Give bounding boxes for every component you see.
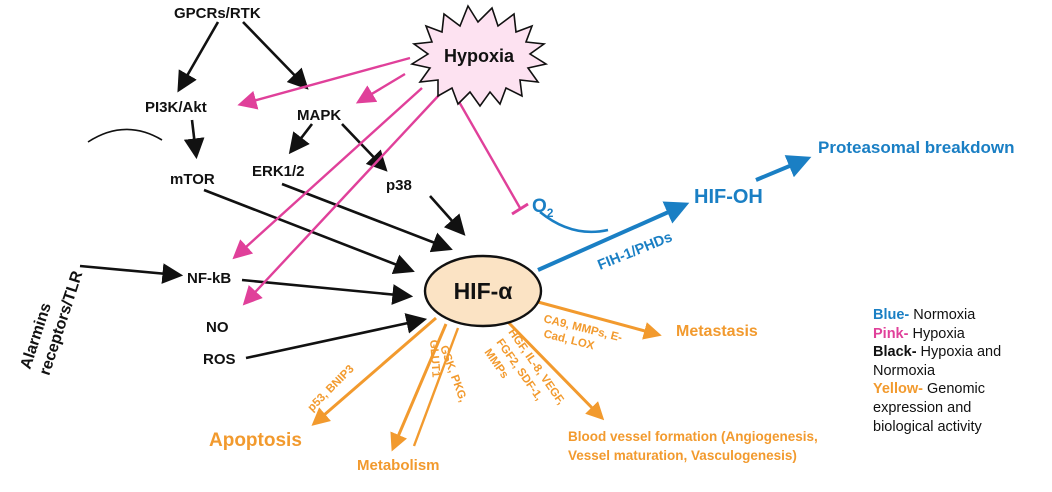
inhibit-bar-o2: [511, 202, 529, 216]
node-hypoxia: Hypoxia: [444, 46, 515, 66]
legend-pink-key: Pink-: [873, 325, 909, 342]
node-alarmins: Alarmins receptors/TLR: [18, 269, 87, 378]
orange-arrows: [311, 300, 662, 452]
arrow-p38-hif: [429, 195, 466, 236]
outcome-blood-line2: Vessel maturation, Vasculogenesis): [568, 448, 797, 463]
legend-black-2: Normoxia: [873, 362, 936, 379]
arrow-hypoxia-pi3k: [237, 56, 411, 110]
arrow-ros-hif: [245, 313, 428, 360]
outcome-metabolism: Metabolism: [357, 457, 440, 474]
arrow-hypoxia-nfkb: [232, 87, 423, 260]
arrow-alarmins-nfkb: [79, 263, 184, 284]
node-pi3k: PI3K/Akt: [145, 99, 207, 116]
node-p38: p38: [386, 177, 412, 194]
node-hif-alpha: HIF-α: [454, 278, 513, 304]
node-o2-main: O: [532, 196, 547, 217]
arrow-hifoh-proteasomal: [755, 155, 812, 182]
node-mtor: mTOR: [170, 171, 215, 188]
node-o2-sub: 2: [547, 206, 554, 220]
arrow-mtor-hif: [203, 188, 415, 275]
arrow-gpcrs-mapk: [242, 21, 309, 90]
legend: Blue- Normoxia Pink- Hypoxia Black- Hypo…: [873, 306, 1048, 436]
node-o2: O2: [532, 196, 554, 220]
node-no: NO: [206, 319, 229, 336]
outcome-metastasis: Metastasis: [676, 323, 758, 340]
arrow-hif-blood: [506, 320, 605, 421]
arrow-mapk-erk: [288, 123, 314, 155]
legend-black-key: Black-: [873, 344, 917, 361]
inhibition-arc: [87, 128, 163, 143]
legend-blue-key: Blue-: [873, 307, 910, 323]
legend-pink-text: Hypoxia: [908, 325, 965, 342]
factor-p53: p53, BNIP3: [306, 363, 357, 414]
outcome-apoptosis: Apoptosis: [209, 430, 302, 451]
node-proteasomal: Proteasomal breakdown: [818, 138, 1015, 157]
arrow-hypoxia-no: [242, 93, 441, 306]
node-erk: ERK1/2: [252, 163, 305, 180]
legend-yellow-2: expression and: [873, 399, 972, 416]
black-arrows: [79, 21, 466, 360]
node-gpcrs: GPCRs/RTK: [174, 5, 261, 22]
legend-blue-text: Normoxia: [909, 307, 976, 323]
arrow-hif-apoptosis: [311, 316, 437, 426]
legend-blue: Blue- Normoxia: [873, 306, 1048, 325]
node-hif-oh: HIF-OH: [694, 186, 763, 208]
outcome-blood-line1: Blood vessel formation (Angiogenesis,: [568, 429, 818, 444]
node-nfkb: NF-kB: [187, 270, 231, 287]
blue-arrows: [537, 155, 812, 272]
node-ros: ROS: [203, 351, 236, 368]
legend-black: Black- Hypoxia and: [873, 343, 1048, 362]
legend-yellow: Yellow- Genomic: [873, 380, 1048, 399]
arrow-hif-metabolism: [390, 323, 448, 452]
arrow-erk-hif: [281, 182, 453, 253]
node-mapk: MAPK: [297, 107, 341, 124]
pink-arrows: [232, 56, 529, 306]
factor-glut1: GLUT1: [427, 339, 442, 378]
arrow-pi3k-mtor: [183, 119, 205, 160]
arrow-gpcrs-pi3k: [177, 21, 220, 93]
legend-yellow-key: Yellow-: [873, 381, 923, 398]
arrow-o2-curve: [539, 210, 609, 234]
legend-black-text: Hypoxia and: [916, 344, 1002, 361]
arrow-hif-metabolism-2: [412, 327, 460, 447]
legend-pink: Pink- Hypoxia: [873, 325, 1048, 344]
hif-alpha-ellipse: [423, 254, 543, 328]
arrow-hif-hifoh: [537, 201, 690, 272]
legend-yellow-3: biological activity: [873, 418, 982, 435]
node-fih: FIH-1/PHDs: [596, 229, 675, 273]
arrow-nfkb-hif: [241, 278, 414, 305]
inhibit-hypoxia-o2: [456, 99, 522, 209]
arrow-hif-metastasis: [537, 300, 662, 340]
legend-yellow-text: Genomic: [922, 381, 986, 398]
arrow-hypoxia-mapk: [355, 72, 406, 104]
hypoxia-star: [409, 4, 549, 108]
